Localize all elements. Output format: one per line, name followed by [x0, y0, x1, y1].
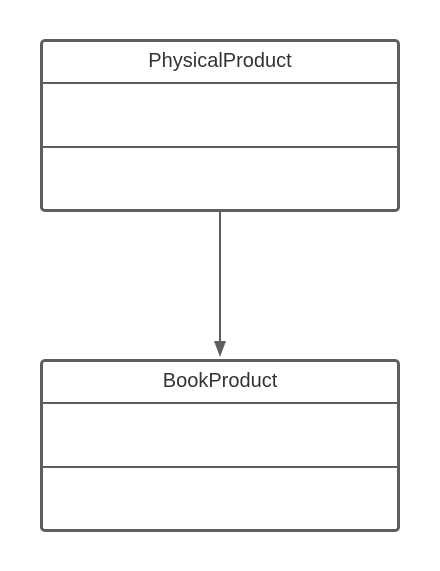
arrowhead-icon [214, 341, 226, 357]
class-attributes-book-product [43, 404, 397, 468]
class-attributes-physical-product [43, 84, 397, 148]
class-methods-book-product [43, 468, 397, 530]
class-name-book-product: BookProduct [43, 362, 397, 404]
class-box-physical-product[interactable]: PhysicalProduct [40, 39, 400, 212]
class-name-physical-product: PhysicalProduct [43, 42, 397, 84]
class-box-book-product[interactable]: BookProduct [40, 359, 400, 532]
